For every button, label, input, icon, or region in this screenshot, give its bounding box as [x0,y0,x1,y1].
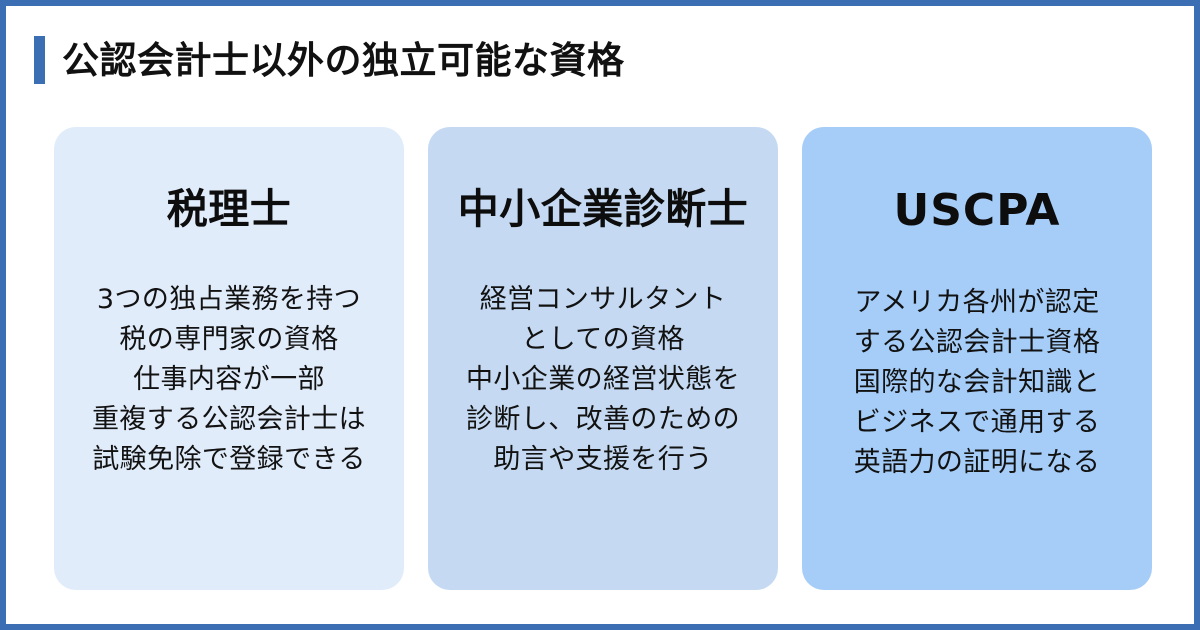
card-body-chusho-kigyo-shindanshi: 経営コンサルタント としての資格 中小企業の経営状態を 診断し、改善のための 助… [466,280,740,480]
card-body-line: 英語力の証明になる [853,446,1101,478]
card-body-line: 国際的な会計知識と [853,366,1101,398]
page-title-row: 公認会計士以外の独立可能な資格 [34,33,625,87]
card-body-line: 3つの独占業務を持つ [96,284,362,315]
qualification-card-zeirishi: 税理士 3つの独占業務を持つ 税の専門家の資格 仕事内容が一部 重複する公認会計… [54,127,404,590]
page-title: 公認会計士以外の独立可能な資格 [62,38,625,82]
card-body-line: 助言や支援を行う [493,443,713,475]
qualification-card-list: 税理士 3つの独占業務を持つ 税の専門家の資格 仕事内容が一部 重複する公認会計… [54,127,1152,590]
card-body-line: 試験免除で登録できる [92,443,366,475]
card-body-line: 中小企業の経営状態を [466,363,740,395]
card-title-uscpa: USCPA [893,185,1061,236]
qualification-card-uscpa: USCPA アメリカ各州が認定 する公認会計士資格 国際的な会計知識と ビジネス… [802,127,1152,590]
card-body-uscpa: アメリカ各州が認定 する公認会計士資格 国際的な会計知識と ビジネスで通用する … [854,283,1101,483]
qualification-card-chusho-kigyo-shindanshi: 中小企業診断士 経営コンサルタント としての資格 中小企業の経営状態を 診断し、… [428,127,778,590]
title-accent-bar [34,36,45,84]
card-body-line: アメリカ各州が認定 [854,287,1100,318]
card-body-line: する公認会計士資格 [853,326,1101,358]
card-body-line: 税の専門家の資格 [119,323,339,355]
card-body-line: ビジネスで通用する [853,406,1101,438]
card-title-zeirishi: 税理士 [166,185,292,233]
card-body-line: 仕事内容が一部 [133,363,325,395]
card-title-chusho-kigyo-shindanshi: 中小企業診断士 [457,185,749,233]
card-body-line: 重複する公認会計士は [92,403,366,435]
card-body-line: 診断し、改善のための [466,403,740,435]
card-body-line: 経営コンサルタント [479,284,727,315]
card-body-zeirishi: 3つの独占業務を持つ 税の専門家の資格 仕事内容が一部 重複する公認会計士は 試… [92,280,366,480]
card-body-line: としての資格 [521,323,685,355]
